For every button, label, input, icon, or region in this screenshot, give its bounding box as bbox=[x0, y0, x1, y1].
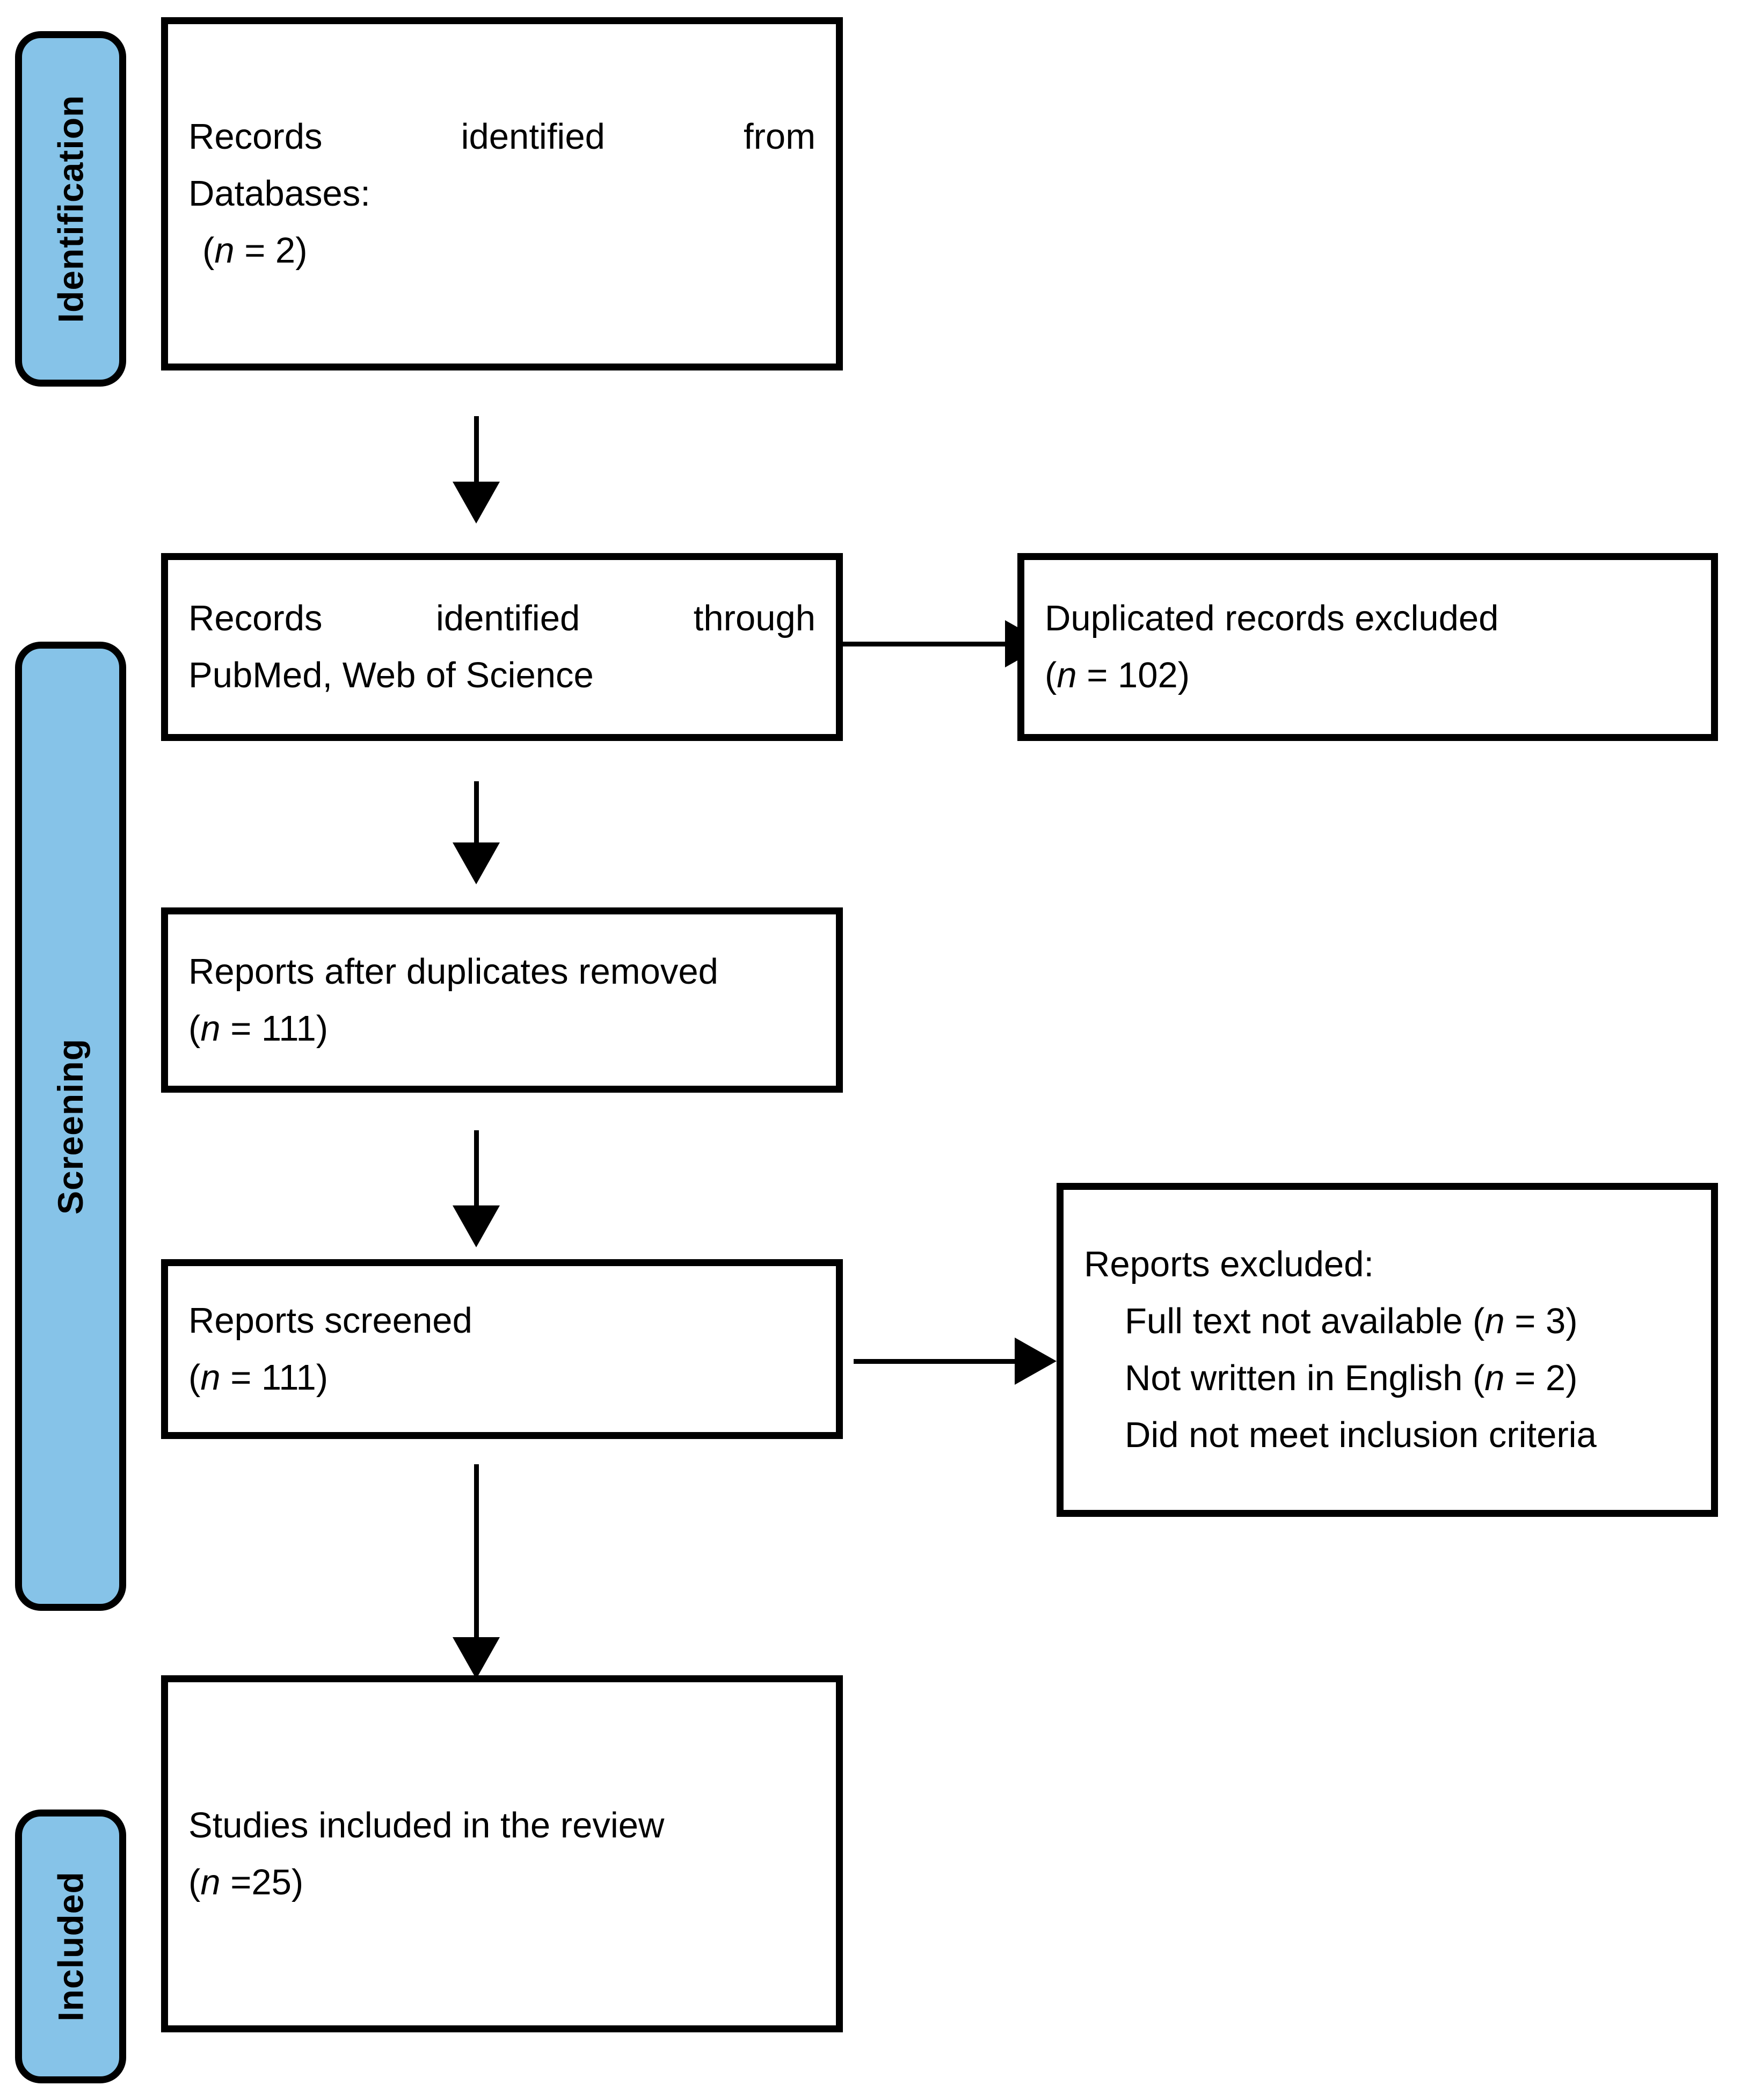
box-text-group: Records identified from Databases: (n = … bbox=[168, 108, 836, 279]
arrow-head-down-icon bbox=[453, 482, 500, 524]
stage-pill-included: Included bbox=[15, 1810, 126, 2083]
paren-open: ( bbox=[202, 230, 215, 271]
box-reports-screened: Reports screened (n = 111) bbox=[161, 1259, 843, 1439]
arrow-shaft bbox=[474, 1130, 479, 1205]
box-line: Databases: bbox=[188, 165, 816, 222]
n-symbol: n bbox=[200, 1008, 221, 1049]
box-reports-after-duplicates-removed: Reports after duplicates removed (n = 11… bbox=[161, 907, 843, 1093]
box-text: identified bbox=[436, 598, 580, 639]
paren-open: ( bbox=[188, 1008, 201, 1049]
arrow-shaft bbox=[843, 642, 1009, 646]
box-records-identified-sources: Records identified through PubMed, Web o… bbox=[161, 553, 843, 741]
box-text: Studies included in the review bbox=[188, 1805, 665, 1845]
n-symbol: n bbox=[1484, 1358, 1505, 1398]
paren-open: ( bbox=[1045, 655, 1057, 695]
stage-pill-identification: Identification bbox=[15, 31, 126, 387]
box-text: Duplicated records excluded bbox=[1045, 598, 1499, 639]
box-reports-excluded: Reports excluded: Full text not availabl… bbox=[1057, 1183, 1718, 1517]
arrow-shaft bbox=[854, 1359, 1019, 1364]
stage-label-included: Included bbox=[50, 1871, 91, 2022]
arrow-head-down-icon bbox=[453, 1205, 500, 1247]
box-line: Reports after duplicates removed bbox=[188, 943, 816, 1000]
box-text-group: Reports screened (n = 111) bbox=[168, 1292, 836, 1406]
count-value: = 111) bbox=[220, 1008, 329, 1049]
paren-open: ( bbox=[188, 1357, 201, 1398]
count-value: = 2) bbox=[1504, 1358, 1578, 1398]
box-text: Reports after duplicates removed bbox=[188, 951, 718, 992]
arrow-head-right-icon bbox=[1015, 1338, 1057, 1385]
box-studies-included: Studies included in the review (n =25) bbox=[161, 1675, 843, 2032]
box-line: PubMed, Web of Science bbox=[188, 647, 816, 704]
box-line: Records identified through bbox=[188, 590, 816, 647]
n-symbol: n bbox=[200, 1862, 221, 1902]
box-text: PubMed, Web of Science bbox=[188, 655, 594, 695]
stage-label-identification: Identification bbox=[50, 95, 91, 323]
count-value: = 111) bbox=[220, 1357, 329, 1398]
count-value: = 2) bbox=[234, 230, 308, 271]
n-symbol: n bbox=[1057, 655, 1077, 695]
n-symbol: n bbox=[1484, 1301, 1505, 1342]
paren-open: ( bbox=[188, 1862, 201, 1902]
box-line: Records identified from bbox=[188, 108, 816, 165]
n-symbol: n bbox=[214, 230, 235, 271]
arrow-shaft bbox=[474, 416, 479, 482]
box-text-group: Reports excluded: Full text not availabl… bbox=[1064, 1236, 1711, 1463]
box-text: Reports excluded: bbox=[1084, 1244, 1374, 1285]
box-line-count: (n =25) bbox=[188, 1854, 816, 1911]
reason-text: Did not meet inclusion criteria bbox=[1125, 1414, 1597, 1455]
arrow-shaft bbox=[474, 781, 479, 842]
count-value: = 3) bbox=[1504, 1301, 1578, 1342]
box-duplicated-records-excluded: Duplicated records excluded (n = 102) bbox=[1017, 553, 1718, 741]
box-line-heading: Reports excluded: bbox=[1084, 1236, 1691, 1293]
box-line-count: (n = 102) bbox=[1045, 647, 1691, 704]
box-text: identified bbox=[461, 117, 605, 157]
box-line-count: (n = 111) bbox=[188, 1000, 816, 1057]
box-line-count: (n = 2) bbox=[188, 222, 816, 279]
box-text: Records bbox=[188, 598, 323, 639]
box-text: Reports screened bbox=[188, 1300, 472, 1341]
box-text-group: Duplicated records excluded (n = 102) bbox=[1024, 590, 1711, 704]
box-text: from bbox=[744, 117, 816, 157]
box-records-identified-databases: Records identified from Databases: (n = … bbox=[161, 17, 843, 370]
stage-label-screening: Screening bbox=[50, 1038, 91, 1215]
box-line: Studies included in the review bbox=[188, 1797, 816, 1854]
arrow-head-down-icon bbox=[453, 1637, 500, 1679]
arrow-head-down-icon bbox=[453, 842, 500, 884]
box-line: Reports screened bbox=[188, 1292, 816, 1349]
arrow-shaft bbox=[474, 1464, 479, 1637]
box-text-group: Studies included in the review (n =25) bbox=[168, 1797, 836, 1911]
n-symbol: n bbox=[200, 1357, 221, 1398]
box-text-group: Records identified through PubMed, Web o… bbox=[168, 590, 836, 704]
reason-text: Full text not available ( bbox=[1125, 1301, 1485, 1342]
box-line-count: (n = 111) bbox=[188, 1349, 816, 1406]
box-text: Records bbox=[188, 117, 323, 157]
box-text: Databases: bbox=[188, 173, 370, 214]
box-line-reason: Not written in English (n = 2) bbox=[1084, 1350, 1691, 1407]
count-value: = 102) bbox=[1076, 655, 1190, 695]
box-text: through bbox=[693, 598, 816, 639]
box-line: Duplicated records excluded bbox=[1045, 590, 1691, 647]
box-text-group: Reports after duplicates removed (n = 11… bbox=[168, 943, 836, 1057]
box-line-reason: Full text not available (n = 3) bbox=[1084, 1293, 1691, 1350]
box-line-reason: Did not meet inclusion criteria bbox=[1084, 1407, 1691, 1464]
count-value: =25) bbox=[220, 1862, 304, 1902]
reason-text: Not written in English ( bbox=[1125, 1358, 1485, 1398]
stage-pill-screening: Screening bbox=[15, 642, 126, 1611]
